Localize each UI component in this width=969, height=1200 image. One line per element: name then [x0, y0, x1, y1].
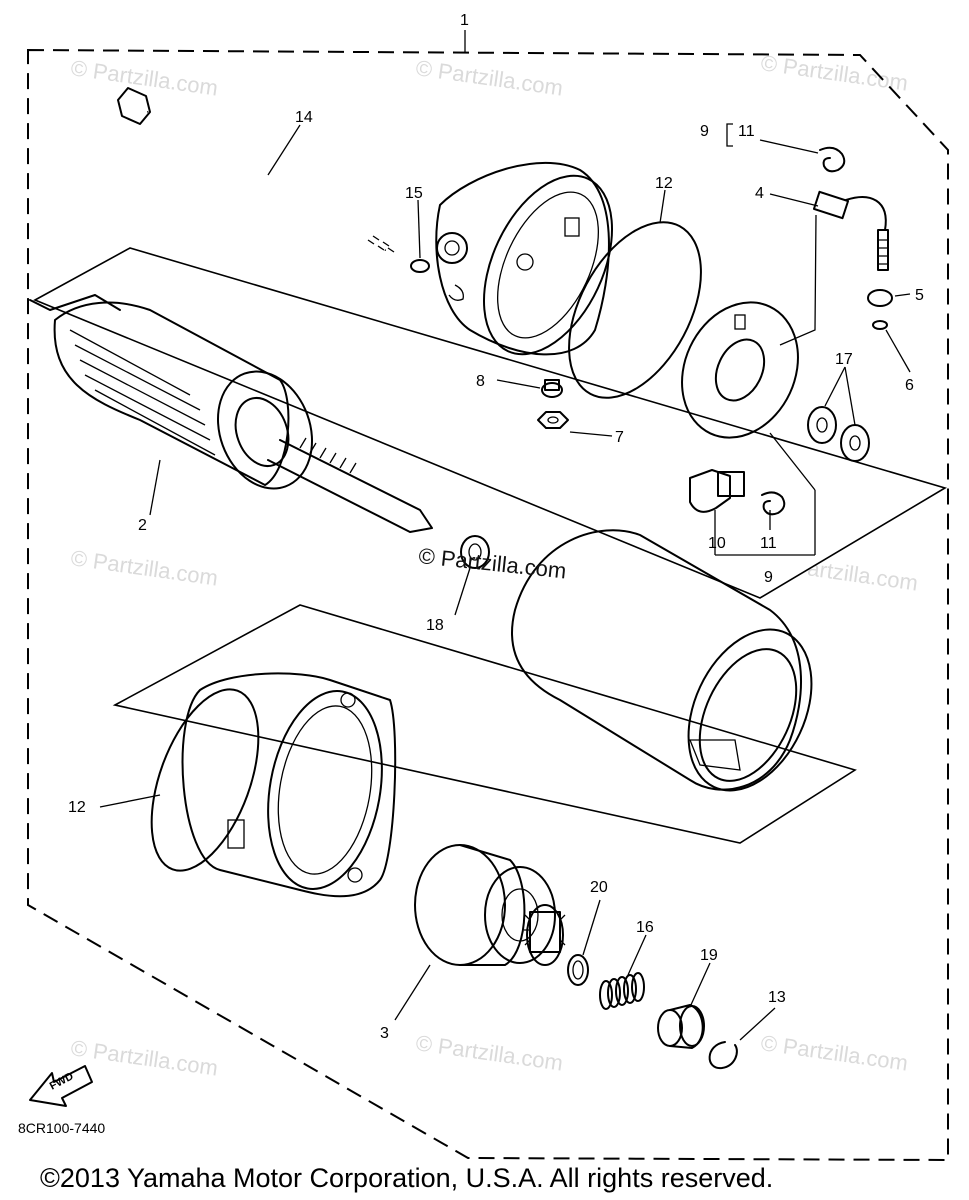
callout-1: 1	[460, 12, 469, 29]
through-bolt	[117, 87, 395, 253]
washer-17b-hole	[849, 435, 861, 451]
callout-9: 9	[700, 123, 709, 140]
o-ring-upper	[568, 221, 702, 399]
plate-lower	[112, 604, 857, 844]
callout-16: 16	[636, 919, 654, 936]
callout-14: 14	[295, 109, 313, 126]
callout-8: 8	[476, 373, 485, 390]
leader-lines	[99, 123, 911, 1041]
brush-spring	[819, 146, 846, 173]
callout-labels: 1 14 15 9 11 4 12 5 6 8 7 17 2 10 11 9 1…	[68, 12, 924, 1042]
callout-10: 10	[708, 535, 726, 552]
callout-18: 18	[426, 617, 444, 634]
washer-small	[872, 320, 888, 330]
callout-7: 7	[615, 429, 624, 446]
fwd-arrow-icon: FWD	[29, 1065, 93, 1107]
starter-clutch	[414, 844, 566, 966]
assembly-outline	[27, 48, 949, 1162]
callout-9: 9	[764, 569, 773, 586]
callout-3: 3	[380, 1025, 389, 1042]
o-ring	[410, 259, 430, 273]
insulator	[541, 379, 563, 398]
washer-20-hole	[572, 960, 584, 980]
yoke	[511, 529, 813, 792]
callout-5: 5	[915, 287, 924, 304]
callout-4: 4	[755, 185, 764, 202]
brush-plate	[681, 301, 799, 439]
washer-18	[460, 535, 490, 569]
washer-17b	[840, 424, 870, 462]
callout-12: 12	[68, 799, 86, 816]
callout-13: 13	[768, 989, 786, 1006]
callout-2: 2	[138, 517, 147, 534]
washer-18-hole	[468, 543, 482, 561]
watermark-center: © Partzilla.com	[417, 543, 567, 583]
callout-12: 12	[655, 175, 673, 192]
watermark: © Partzilla.com	[414, 1030, 564, 1075]
nut	[537, 411, 569, 429]
watermark: © Partzilla.com	[759, 50, 909, 95]
front-cover	[150, 672, 397, 898]
callout-17: 17	[835, 351, 853, 368]
grommet	[867, 289, 893, 307]
collar	[657, 1004, 705, 1049]
diagram-code: 8CR100-7440	[18, 1120, 105, 1136]
watermark: © Partzilla.com	[414, 55, 564, 100]
callout-19: 19	[700, 947, 718, 964]
callout-11: 11	[738, 123, 755, 140]
watermark: © Partzilla.com	[759, 1030, 909, 1075]
washer-17a	[807, 406, 837, 444]
watermark: © Partzilla.com	[69, 1035, 219, 1080]
washer-17a-hole	[816, 417, 828, 433]
copyright-notice: ©2013 Yamaha Motor Corporation, U.S.A. A…	[40, 1163, 773, 1193]
brush-holder	[689, 469, 745, 513]
brush-spring-lower	[761, 491, 786, 516]
armature	[29, 294, 433, 533]
callout-15: 15	[405, 185, 423, 202]
brush-lead	[779, 190, 889, 346]
washer-20	[567, 954, 589, 986]
callout-6: 6	[905, 377, 914, 394]
rear-cover	[435, 161, 614, 356]
callout-20: 20	[590, 879, 608, 896]
watermark: © Partzilla.com	[69, 545, 219, 590]
circlip	[708, 1041, 738, 1070]
plate-upper	[33, 247, 947, 599]
callout-11: 11	[760, 535, 777, 552]
watermark: © Partzilla.com	[69, 55, 219, 100]
spring	[599, 972, 645, 1010]
